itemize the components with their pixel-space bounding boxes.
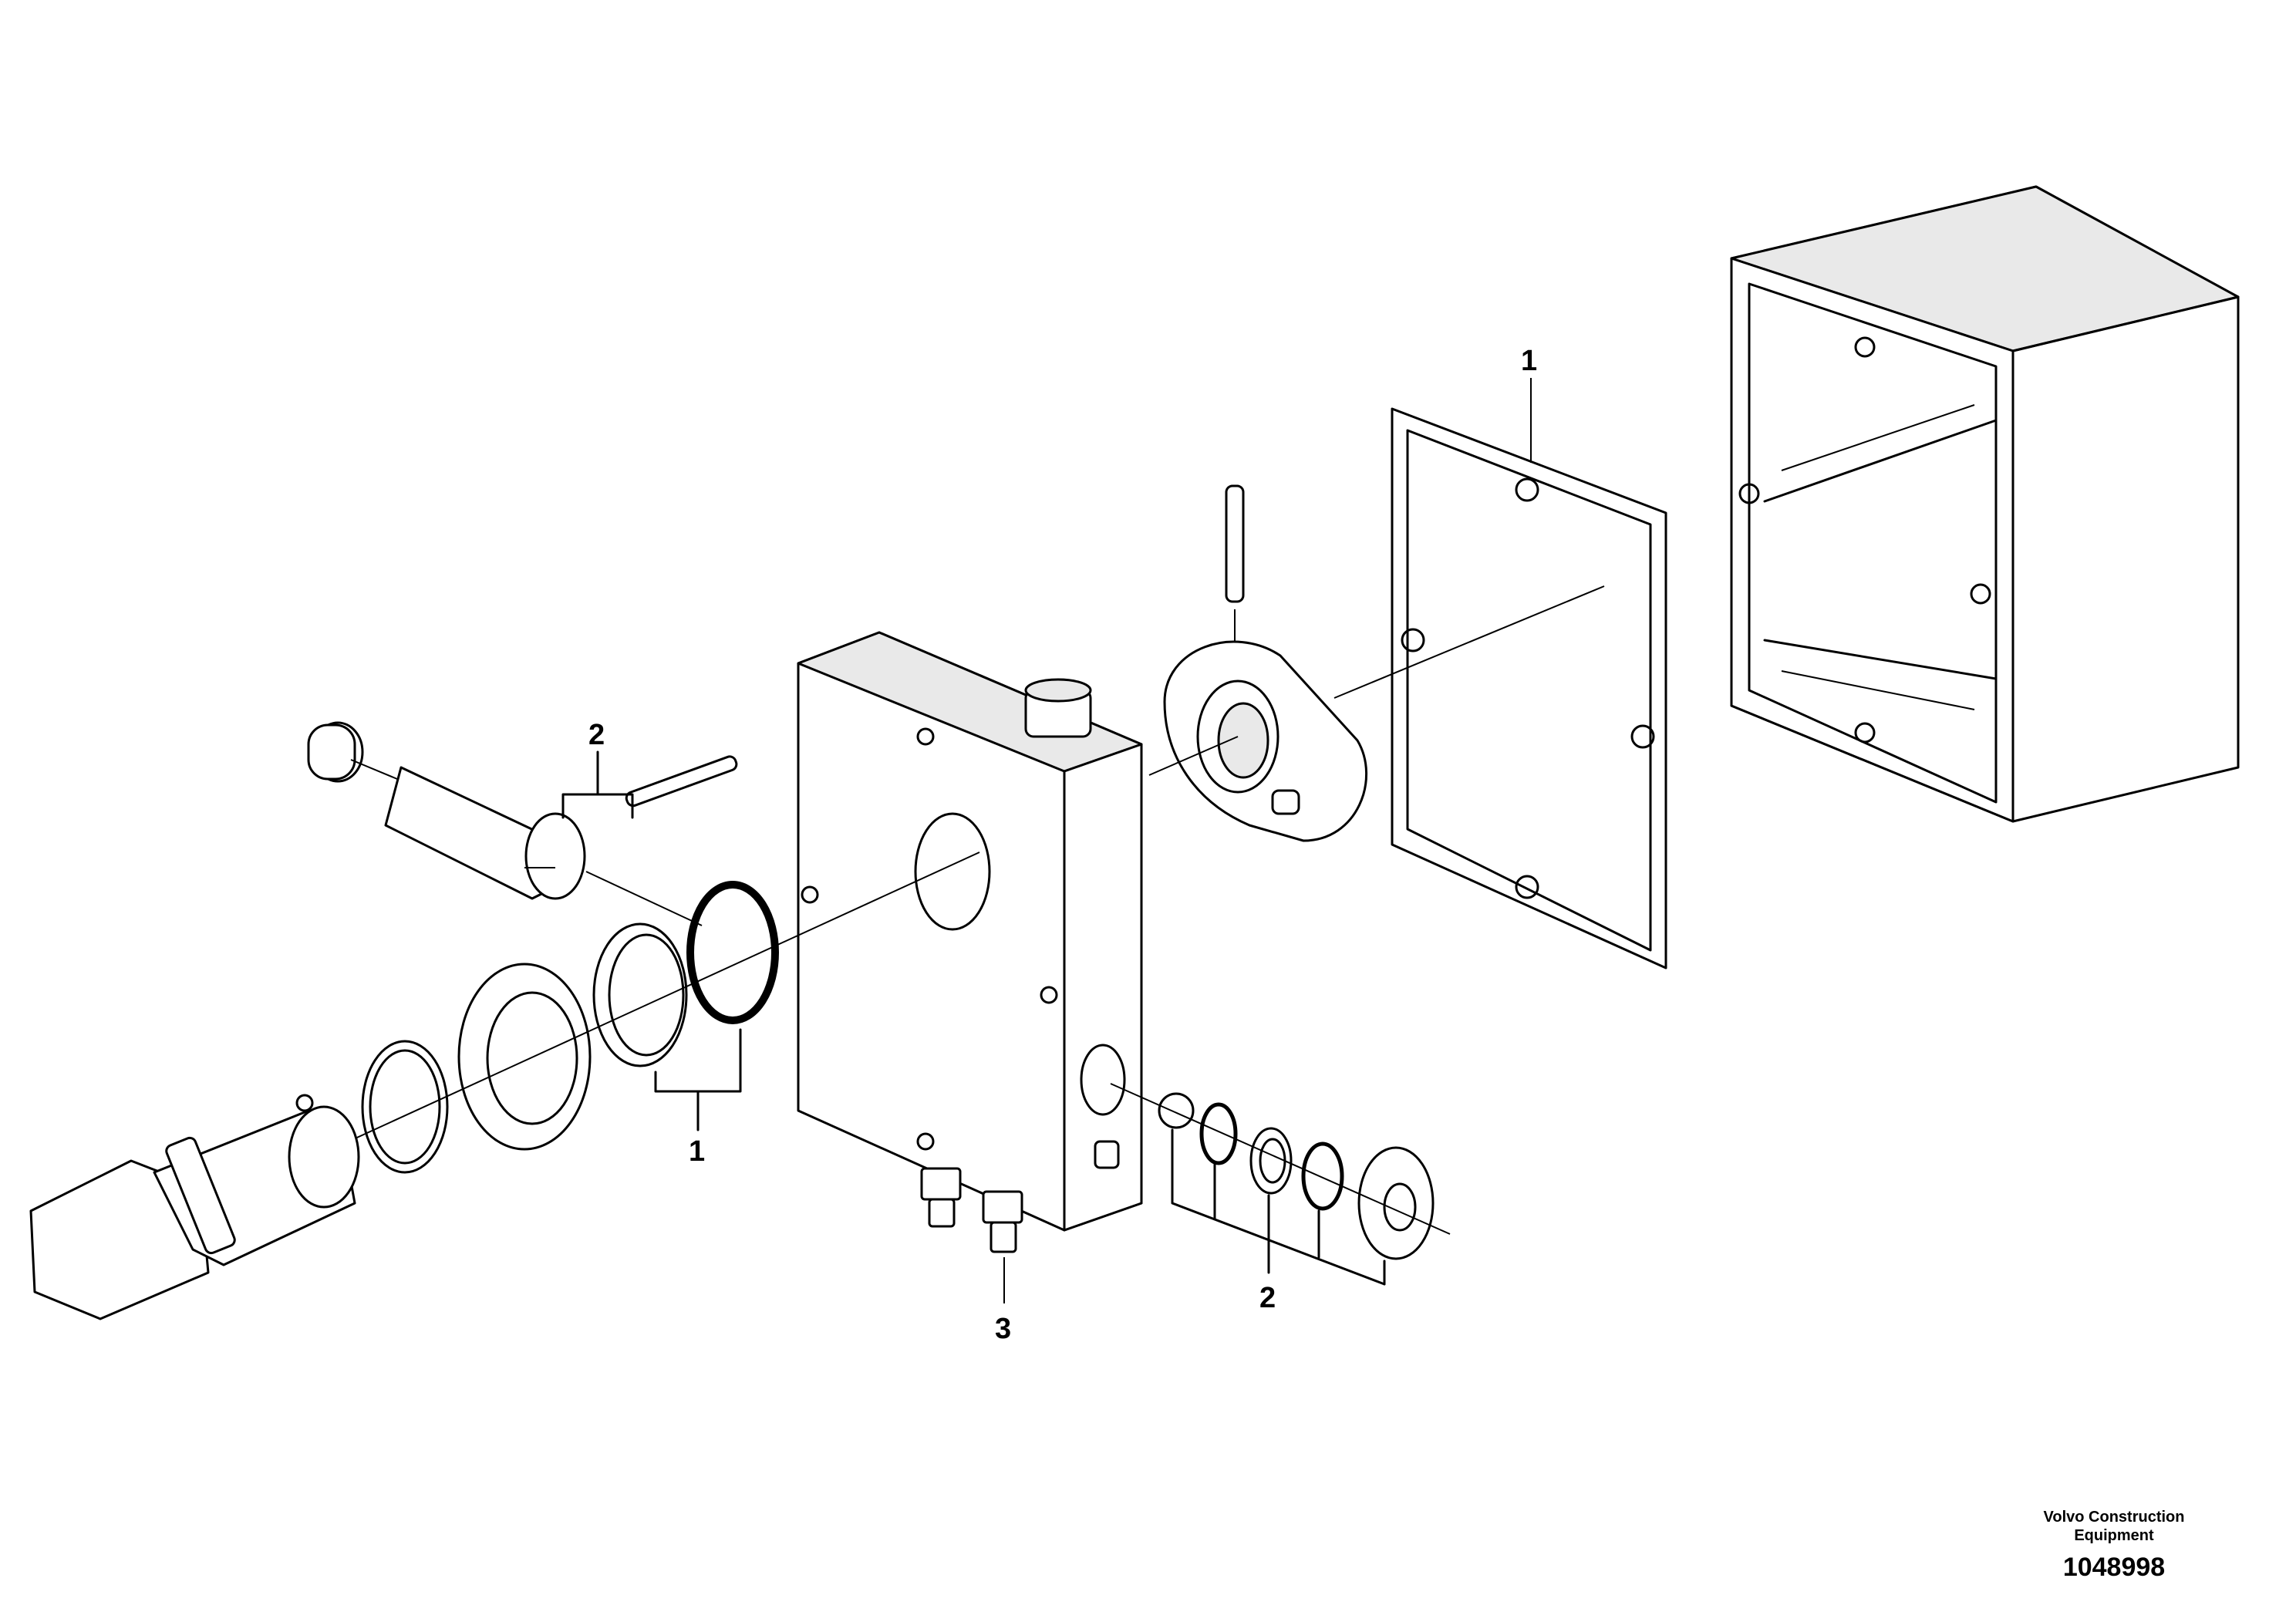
seal-washer (457, 963, 592, 1151)
valve-block (797, 631, 1143, 1232)
callout-seal-kit: 1 (689, 1135, 705, 1168)
callout-oring-kit: 2 (1259, 1282, 1276, 1314)
callout-fitting: 3 (995, 1313, 1011, 1345)
ball (1158, 1092, 1195, 1129)
callout-valve-cartridge-kit: 2 (588, 719, 605, 751)
housing-box (1730, 185, 2240, 823)
o-ring-small (1199, 1102, 1238, 1165)
valve-cartridge (307, 721, 738, 900)
flange-block (1163, 640, 1368, 842)
footer: Volvo Construction Equipment 1048998 (1991, 1508, 2237, 1583)
o-ring (686, 881, 779, 1024)
dowel-pin (1225, 484, 1245, 648)
callout-gasket-frame: 1 (1521, 345, 1537, 377)
company-name-line1: Volvo Construction (2043, 1509, 2185, 1526)
document-number: 1048998 (2062, 1553, 2166, 1582)
company-name-line2: Equipment (2074, 1527, 2154, 1544)
o-ring-small-2 (1301, 1141, 1344, 1211)
backup-ring (592, 922, 688, 1067)
adjusting-plug (29, 1094, 360, 1320)
snap-ring (361, 1040, 449, 1174)
fitting (920, 1167, 1023, 1303)
washer-small (1357, 1146, 1435, 1260)
gasket-frame (1333, 407, 1667, 969)
